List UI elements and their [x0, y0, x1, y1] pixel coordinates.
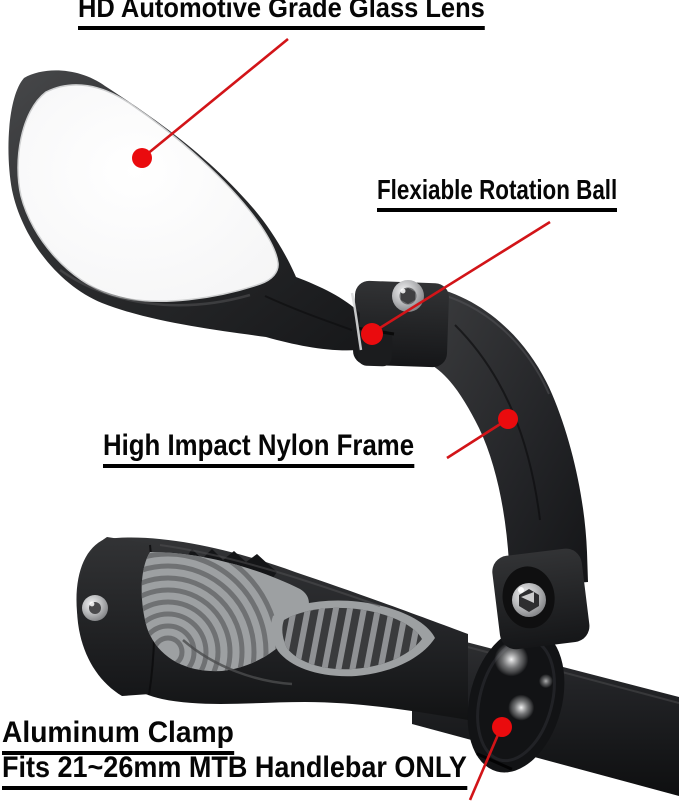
annotation-dot-frame	[498, 409, 518, 429]
ball-joint-screw	[392, 280, 424, 312]
annotation-layer	[132, 37, 551, 801]
mirror-head	[8, 70, 363, 351]
mirror-lens	[17, 84, 279, 303]
annotation-dot-ball	[361, 323, 383, 345]
hinge-gap	[350, 292, 363, 351]
arm-mount-screw	[512, 583, 546, 617]
handlebar-grip	[76, 537, 468, 720]
annotation-line-lens	[145, 37, 289, 157]
mirror-arm	[426, 286, 588, 588]
annotation-line-clamp	[468, 729, 502, 801]
label-aluminum-clamp: Aluminum Clamp	[2, 716, 234, 755]
annotation-dot-lens	[132, 148, 152, 168]
aluminum-clamp-ring	[467, 627, 565, 773]
label-rotation-ball: Flexiable Rotation Ball	[377, 174, 618, 212]
label-glass-lens: HD Automotive Grade Glass Lens	[78, 0, 485, 30]
annotation-line-frame	[446, 419, 506, 460]
annotation-dot-clamp	[492, 717, 512, 737]
grip-end-cap	[77, 537, 157, 696]
grip-hatch-panel	[270, 600, 435, 677]
label-handlebar-fit: Fits 21~26mm MTB Handlebar ONLY	[2, 751, 467, 790]
label-nylon-frame: High Impact Nylon Frame	[103, 429, 415, 468]
annotation-line-ball	[374, 220, 551, 333]
